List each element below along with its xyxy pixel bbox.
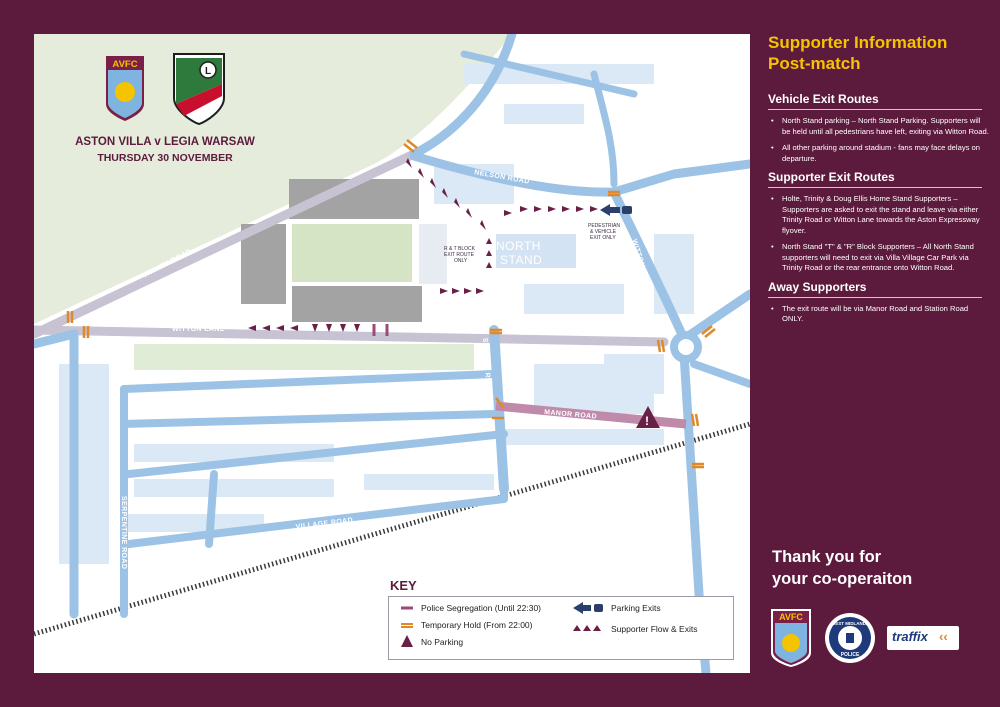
no-parking-sign: ! bbox=[636, 406, 660, 428]
vehicle-exit-bullets: North Stand parking – North Stand Parkin… bbox=[768, 116, 990, 164]
note-pedestrian-2: & VEHICLE bbox=[590, 229, 617, 235]
thanks-line-2: your co-operaiton bbox=[772, 570, 913, 588]
note-rt-block-2: EXIT ROUTE bbox=[444, 252, 475, 258]
supporter-exit-bullet: Holte, Trinity & Doug Ellis Home Stand S… bbox=[768, 194, 990, 236]
avfc-logo-text: AVFC bbox=[779, 612, 803, 622]
key-symbols bbox=[401, 602, 603, 647]
key-hold-label: Temporary Hold (From 22:00) bbox=[421, 620, 533, 630]
note-rt-block-1: R & T BLOCK bbox=[444, 246, 476, 252]
park-area bbox=[134, 344, 474, 370]
label-holte-end: END bbox=[184, 295, 211, 309]
police-logo-top-text: WEST MIDLANDS bbox=[831, 621, 869, 626]
map-panel: ! TRINITY ROAD WITTON LANE NELSON ROAD W… bbox=[34, 34, 750, 673]
info-title-line-2: Post-match bbox=[768, 54, 861, 73]
label-witton-road-bottom: WITTON ROAD bbox=[696, 504, 708, 559]
key-segregation-label: Police Segregation (Until 22:30) bbox=[421, 603, 542, 613]
avfc-crest-text: AVFC bbox=[112, 59, 137, 70]
label-serpentine-road: SERPENTINE ROAD bbox=[120, 496, 127, 569]
label-stand: STAND bbox=[500, 253, 542, 267]
key-parking-exits-label: Parking Exits bbox=[611, 603, 661, 613]
info-title: Supporter Information Post-match bbox=[768, 32, 990, 74]
segregation-marks bbox=[372, 324, 389, 336]
thank-you-message: Thank you for your co-operaiton bbox=[772, 546, 992, 590]
railway-line bbox=[34, 421, 750, 637]
section-title-vehicle-exit: Vehicle Exit Routes bbox=[768, 92, 982, 110]
svg-text:!: ! bbox=[645, 414, 649, 428]
key-panel: Police Segregation (Until 22:30) Tempora… bbox=[388, 596, 734, 660]
traffix-logo: traffix ‹‹ bbox=[887, 626, 959, 650]
thanks-line-1: Thank you for bbox=[772, 548, 882, 566]
note-rt-block-3: ONLY bbox=[454, 258, 468, 264]
note-pedestrian-3: EXIT ONLY bbox=[590, 235, 616, 241]
section-title-supporter-exit: Supporter Exit Routes bbox=[768, 170, 982, 188]
info-title-line-1: Supporter Information bbox=[768, 33, 948, 52]
flow-swatch bbox=[573, 625, 581, 631]
north-stand-block bbox=[496, 234, 576, 268]
section-title-away-supporters: Away Supporters bbox=[768, 280, 982, 298]
supporter-exit-bullets: Holte, Trinity & Doug Ellis Home Stand S… bbox=[768, 194, 990, 274]
key-no-parking-label: No Parking bbox=[421, 637, 464, 647]
supporter-flow-arrows bbox=[248, 158, 598, 332]
key-flow-label: Supporter Flow & Exits bbox=[611, 624, 698, 634]
police-logo-bottom-text: POLICE bbox=[841, 652, 860, 658]
match-title: ASTON VILLA v LEGIA WARSAW bbox=[75, 136, 255, 148]
legia-crest: L bbox=[173, 53, 225, 126]
away-supporters-bullet: The exit route will be via Manor Road an… bbox=[768, 304, 990, 325]
away-supporters-bullets: The exit route will be via Manor Road an… bbox=[768, 304, 990, 325]
match-date: THURSDAY 30 NOVEMBER bbox=[97, 152, 233, 164]
vehicle-exit-bullet: North Stand parking – North Stand Parkin… bbox=[768, 116, 990, 137]
label-witton-lane: WITTON LANE bbox=[172, 326, 225, 333]
traffix-chevrons: ‹‹ bbox=[939, 629, 948, 644]
stadium-map: ! TRINITY ROAD WITTON LANE NELSON ROAD W… bbox=[34, 34, 750, 673]
no-parking-swatch bbox=[401, 635, 413, 647]
vehicle-exit-bullet: All other parking around stadium - fans … bbox=[768, 143, 990, 164]
traffix-logo-text: traffix bbox=[892, 629, 928, 644]
hold-marks bbox=[66, 139, 716, 469]
supporter-exit-bullet: North Stand "T" & "R" Block Supporters –… bbox=[768, 242, 990, 274]
parking-exit-arrow bbox=[600, 204, 632, 216]
label-holte: HOLTE bbox=[174, 281, 216, 295]
info-column: Supporter Information Post-match Vehicle… bbox=[768, 32, 990, 331]
label-north: NORTH bbox=[496, 239, 541, 253]
legia-crest-letter: L bbox=[205, 66, 211, 77]
label-manor-road: MANOR ROAD bbox=[544, 409, 597, 421]
key-title: KEY bbox=[390, 578, 417, 593]
avfc-logo: AVFC bbox=[771, 609, 811, 667]
note-pedestrian-1: PEDESTRIAN bbox=[588, 223, 620, 229]
west-midlands-police-logo: WEST MIDLANDS POLICE bbox=[825, 613, 875, 663]
aston-villa-crest: AVFC bbox=[106, 56, 144, 121]
green-verge bbox=[34, 34, 512, 324]
parking-exit-swatch bbox=[573, 602, 583, 614]
roundabout bbox=[670, 331, 702, 363]
map-key: KEY Police Segregation (Until 22:30) Tem… bbox=[382, 574, 736, 668]
label-station-road: STATION ROAD bbox=[481, 338, 492, 395]
